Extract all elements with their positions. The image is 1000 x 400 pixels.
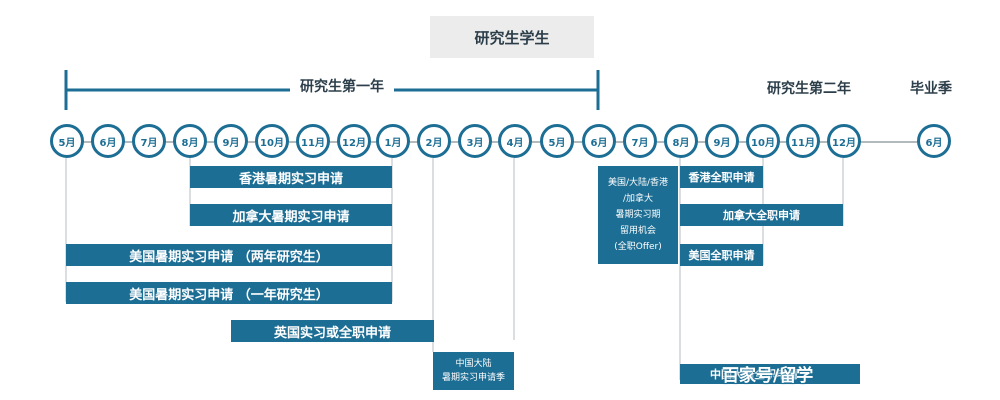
us-summer-one-year-bar: 美国暑期实习申请 （一年研究生） (66, 282, 392, 304)
month-circle: 1月 (376, 124, 410, 158)
us-fulltime-bar: 美国全职申请 (680, 244, 763, 266)
month-circle: 6月 (91, 124, 125, 158)
watermark-text: 百家号/留学 (722, 366, 814, 386)
retention-line-4: 留用机会 (619, 226, 656, 236)
graduation-label: 毕业季 (910, 81, 952, 97)
month-circle: 10月 (746, 124, 780, 158)
cn-summer-line-1: 中国大陆 (455, 359, 492, 369)
retention-line-2: /加拿大 (622, 194, 654, 204)
month-circle: 9月 (214, 124, 248, 158)
year2-label: 研究生第二年 (767, 81, 851, 97)
month-circle: 6月 (917, 124, 951, 158)
month-circle: 5月 (50, 124, 84, 158)
month-circle: 3月 (458, 124, 492, 158)
ca-fulltime-bar: 加拿大全职申请 (680, 204, 843, 226)
month-circle: 5月 (540, 124, 574, 158)
month-circle: 9月 (705, 124, 739, 158)
month-circle: 6月 (582, 124, 616, 158)
us-summer-two-year-bar: 美国暑期实习申请 （两年研究生） (66, 244, 392, 266)
month-circle: 11月 (296, 124, 330, 158)
retention-line-3: 暑期实习期 (615, 210, 661, 220)
month-circle: 7月 (132, 124, 166, 158)
hk-summer-intern-bar: 香港暑期实习申请 (190, 166, 392, 188)
month-circle: 2月 (417, 124, 451, 158)
cn-fulltime-bar: 中国大陆全职申请 (680, 364, 860, 384)
month-circle: 10月 (255, 124, 289, 158)
year1-label: 研究生第一年 (290, 76, 394, 96)
uk-intern-fulltime-bar: 英国实习或全职申请 (231, 320, 434, 342)
month-circle: 8月 (664, 124, 698, 158)
hk-fulltime-bar: 香港全职申请 (680, 166, 763, 188)
header-title: 研究生学生 (430, 16, 594, 58)
cn-summer-line-2: 暑期实习申请季 (441, 373, 505, 383)
retention-offer-bar: 美国/大陆/香港 /加拿大 暑期实习期 留用机会 (全职Offer) (598, 166, 678, 264)
month-circle: 12月 (827, 124, 861, 158)
month-circle: 4月 (498, 124, 532, 158)
month-circle: 11月 (786, 124, 820, 158)
month-circle: 7月 (623, 124, 657, 158)
month-circle: 12月 (337, 124, 371, 158)
month-circle: 8月 (173, 124, 207, 158)
retention-line-5: (全职Offer) (614, 242, 662, 252)
ca-summer-intern-bar: 加拿大暑期实习申请 (190, 204, 392, 226)
cn-summer-intern-bar: 中国大陆 暑期实习申请季 (433, 352, 514, 390)
retention-line-1: 美国/大陆/香港 (607, 178, 669, 188)
